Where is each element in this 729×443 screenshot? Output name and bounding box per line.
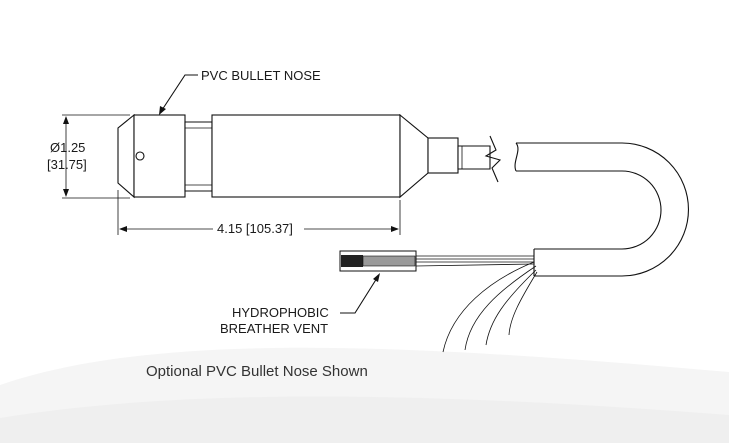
leader-arrowhead [159,106,166,115]
body-groove [184,121,213,192]
cable-inner-edge [516,170,662,250]
dimensions [62,74,401,314]
cable-end [457,145,491,170]
sensor-body [117,113,502,199]
main-housing [211,114,401,198]
vent-leader [340,277,378,314]
diameter-label-in: Ø1.25 [50,140,85,155]
figure-caption: Optional PVC Bullet Nose Shown [146,363,368,380]
housing-taper [399,113,429,199]
cable-break-mark [484,135,502,183]
background-swoosh [0,396,729,443]
lead-wire [485,269,537,346]
bullet-nose-label: PVC BULLET NOSE [201,68,321,83]
vent-filter-element [341,255,363,267]
strain-relief [427,137,459,174]
bullet-nose-leader [161,74,198,111]
nose-port-hole [135,151,145,161]
diameter-label-mm: [31.75] [47,157,87,172]
bullet-nose-tip [117,113,135,199]
cable [514,142,689,277]
lead-wire [442,261,535,353]
vent-label-line1: HYDROPHOBIC [232,305,329,320]
length-label: 4.15 [105.37] [217,221,293,236]
lead-wire [508,271,538,336]
vent-label-line2: BREATHER VENT [220,321,328,336]
lead-wire [464,265,537,351]
cable-outer-edge [516,142,689,277]
bullet-nose-cap [133,114,186,198]
breather-vent-assembly [339,250,538,353]
